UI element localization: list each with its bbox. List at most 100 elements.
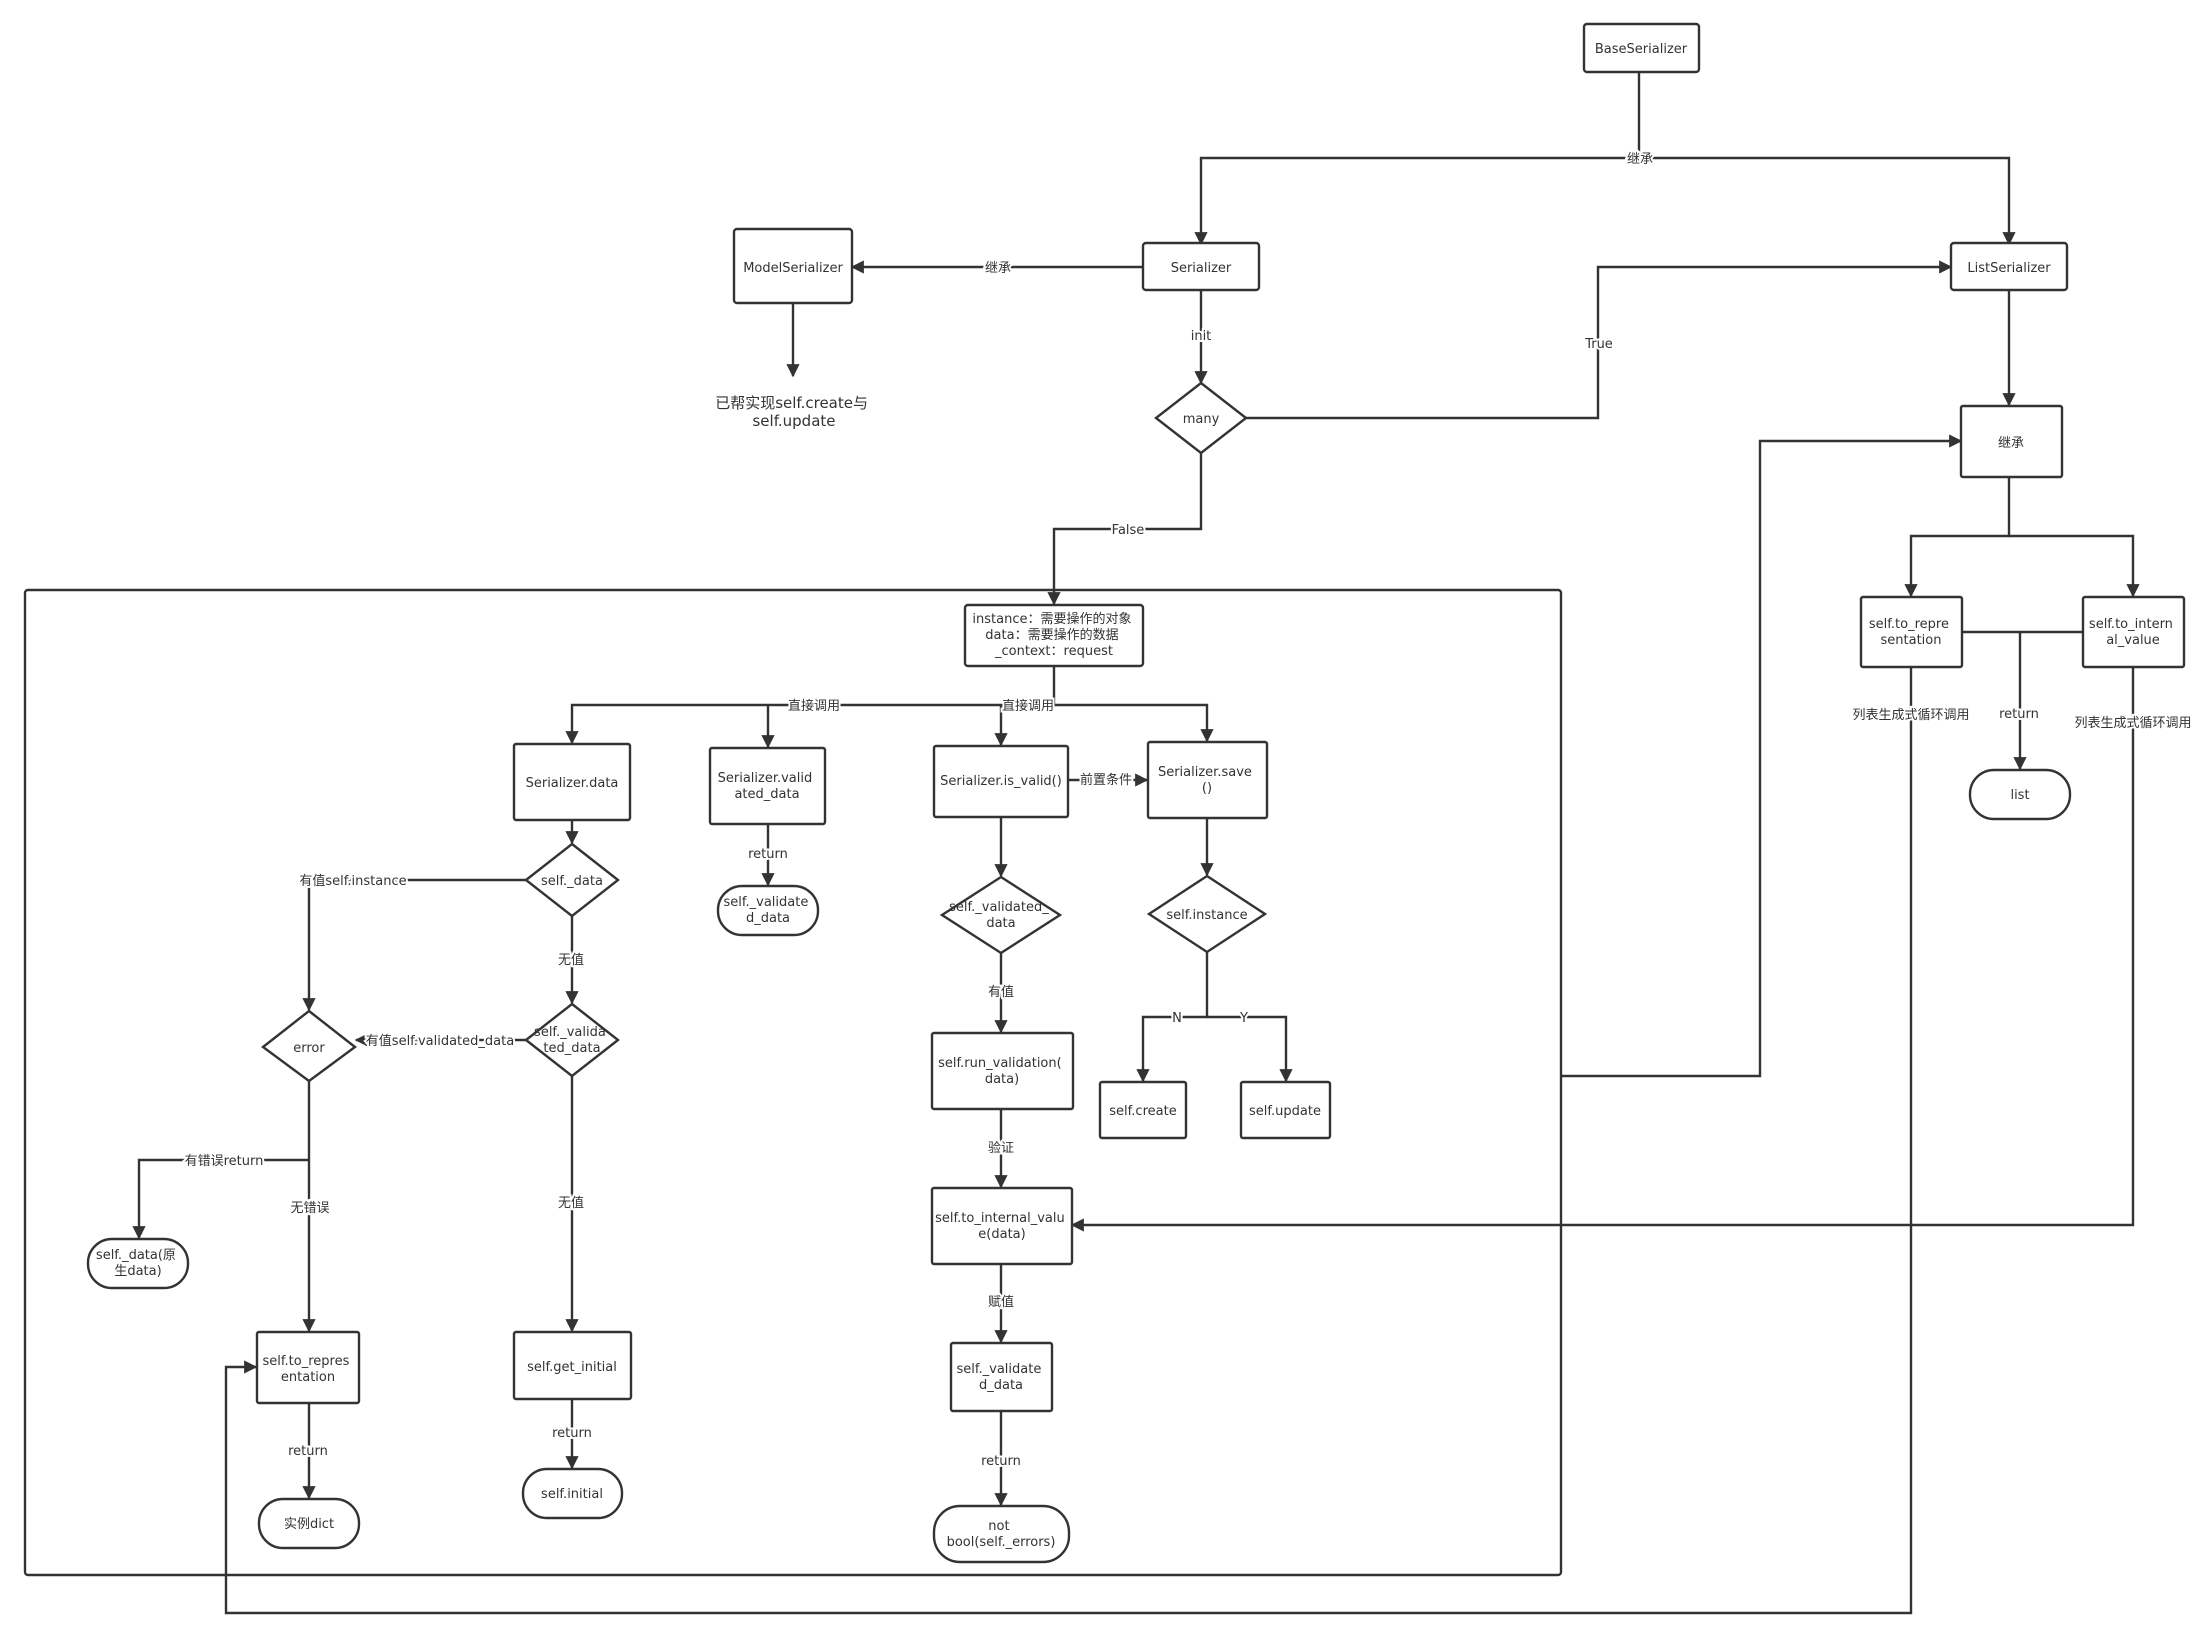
edge-base-to-serializer bbox=[1194, 73, 1641, 246]
list-serializer-node bbox=[1949, 241, 2069, 292]
to-representation-node bbox=[255, 1330, 361, 1405]
to-representation-label: self.to_repres entation bbox=[263, 1354, 354, 1385]
error-label: error bbox=[293, 1041, 325, 1056]
label-has-value: 有值 bbox=[988, 984, 1014, 1000]
not-bool-errors-label: not bool(self._errors) bbox=[947, 1519, 1056, 1550]
model-serializer-label: ModelSerializer bbox=[743, 261, 843, 276]
label-assign: 赋值 bbox=[988, 1294, 1014, 1310]
edge-inherit-to-to-internal bbox=[2009, 534, 2140, 598]
label-inherit-model: 继承 bbox=[985, 261, 1011, 276]
label-return-initial: return bbox=[552, 1426, 592, 1441]
edge-list-to-internal-loop bbox=[1070, 667, 2135, 1232]
label-precondition: 前置条件 bbox=[1080, 772, 1132, 788]
list-to-representation-node bbox=[1859, 595, 1964, 669]
label-has-error-return: 有错误return bbox=[185, 1154, 264, 1169]
self-initial-node bbox=[521, 1467, 624, 1520]
base-serializer-label: BaseSerializer bbox=[1595, 42, 1688, 57]
instance-dict-node bbox=[257, 1497, 361, 1550]
edge-list-to-representation-loop bbox=[224, 667, 1913, 1615]
base-serializer-node bbox=[1582, 22, 1701, 74]
validated-data-box-label: self._validate d_data bbox=[957, 1362, 1046, 1393]
inherit-node bbox=[1959, 404, 2064, 479]
label-n: N bbox=[1172, 1011, 1182, 1026]
self-initial-label: self.initial bbox=[541, 1487, 603, 1502]
label-list-loop-call-2: 列表生成式循环调用 bbox=[2074, 716, 2191, 731]
serializer-instance-container bbox=[23, 588, 1563, 1577]
label-return-list: return bbox=[1999, 707, 2039, 722]
list-to-internal-value-node bbox=[2081, 595, 2186, 669]
error-decision bbox=[261, 1009, 357, 1083]
not-bool-errors-node bbox=[932, 1504, 1071, 1564]
edge-labels: 继承 继承 init True False 直接调用 直接调用 前置条件 ret… bbox=[183, 150, 2194, 1471]
edges bbox=[132, 73, 2140, 1615]
label-init: init bbox=[1191, 329, 1212, 344]
validated-data-decision bbox=[939, 875, 1063, 955]
self-data-raw-node bbox=[86, 1237, 190, 1290]
is-valid-label: Serializer.is_valid() bbox=[940, 774, 1062, 789]
is-valid-node bbox=[932, 744, 1070, 819]
label-has-value-validated: 有值self.validated_data bbox=[366, 1033, 514, 1049]
validated-data-return-label: self._validate d_data bbox=[724, 895, 813, 926]
self-data-raw-label: self._data(原 生data) bbox=[96, 1248, 180, 1279]
self-update-node bbox=[1239, 1080, 1332, 1140]
instance-dict-label: 实例dict bbox=[284, 1517, 334, 1532]
validated-data-return-node bbox=[716, 884, 820, 937]
validated-data-decision-label: self._validated_ data bbox=[949, 900, 1053, 931]
self-validated-data-label: self._valida ted_data bbox=[534, 1025, 610, 1056]
self-instance-label: self.instance bbox=[1166, 908, 1247, 923]
run-validation-label: self.run_validation( data) bbox=[938, 1056, 1066, 1087]
list-result-node bbox=[1968, 768, 2072, 821]
label-return-validated: return bbox=[748, 847, 788, 862]
label-direct-call-1: 直接调用 bbox=[788, 698, 840, 714]
save-label: Serializer.save () bbox=[1158, 765, 1256, 796]
get-initial-label: self.get_initial bbox=[527, 1360, 617, 1375]
init-params-node bbox=[963, 603, 1145, 668]
self-create-node bbox=[1098, 1080, 1188, 1140]
serializer-node bbox=[1141, 241, 1261, 292]
to-internal-value-label: self.to_internal_valu e(data) bbox=[935, 1211, 1069, 1242]
label-validate: 验证 bbox=[988, 1140, 1014, 1156]
serializer-validated-data-node bbox=[708, 746, 827, 826]
save-node bbox=[1146, 740, 1269, 820]
model-serializer-node bbox=[732, 227, 854, 305]
list-to-representation-label: self.to_repre sentation bbox=[1869, 617, 1953, 648]
model-serializer-note: 已帮实现self.create与 self.update bbox=[715, 394, 873, 430]
label-no-value-2: 无值 bbox=[558, 1195, 584, 1211]
self-instance-decision bbox=[1146, 874, 1268, 954]
label-has-value-instance: 有值self.instance bbox=[299, 873, 406, 889]
edge-instance-to-update bbox=[1207, 1015, 1293, 1083]
many-label: many bbox=[1183, 412, 1220, 427]
self-create-label: self.create bbox=[1109, 1104, 1176, 1119]
label-no-value-1: 无值 bbox=[558, 952, 584, 968]
edge-error-to-raw bbox=[132, 1158, 309, 1240]
label-list-loop-call-1: 列表生成式循环调用 bbox=[1852, 708, 1969, 723]
label-no-error: 无错误 bbox=[290, 1201, 329, 1216]
edge-init-to-save bbox=[1054, 703, 1214, 743]
list-to-internal-value-label: self.to_intern al_value bbox=[2089, 617, 2177, 648]
many-decision bbox=[1154, 381, 1248, 455]
serializer-data-label: Serializer.data bbox=[526, 776, 619, 791]
edge-init-to-data bbox=[565, 666, 1056, 745]
run-validation-node bbox=[930, 1031, 1075, 1111]
label-y: Y bbox=[1239, 1011, 1248, 1026]
self-validated-data-decision bbox=[524, 1002, 620, 1078]
edge-self-data-to-error bbox=[302, 878, 526, 1012]
init-params-label: instance：需要操作的对象 data：需要操作的数据 _context：r… bbox=[972, 611, 1135, 659]
list-serializer-label: ListSerializer bbox=[1967, 261, 2051, 276]
nodes: BaseSerializer Serializer ModelSerialize… bbox=[86, 22, 2186, 1564]
label-direct-call-2: 直接调用 bbox=[1002, 698, 1054, 714]
label-return-bool: return bbox=[981, 1454, 1021, 1469]
edge-base-to-listserializer bbox=[1639, 156, 2016, 246]
edge-inherit-to-to-representation bbox=[1904, 477, 2011, 598]
inherit-node-label: 继承 bbox=[1998, 436, 2024, 451]
label-return-dict: return bbox=[288, 1444, 328, 1459]
serializer-validated-data-label: Serializer.valid ated_data bbox=[718, 771, 817, 802]
self-data-decision bbox=[524, 842, 620, 918]
edge-container-to-inherit bbox=[1561, 434, 1963, 1078]
label-inherit-top: 继承 bbox=[1627, 152, 1653, 167]
edge-many-false bbox=[1047, 453, 1203, 606]
edge-return-list bbox=[1963, 630, 2082, 769]
list-result-label: list bbox=[2010, 788, 2029, 803]
self-update-label: self.update bbox=[1249, 1104, 1321, 1119]
